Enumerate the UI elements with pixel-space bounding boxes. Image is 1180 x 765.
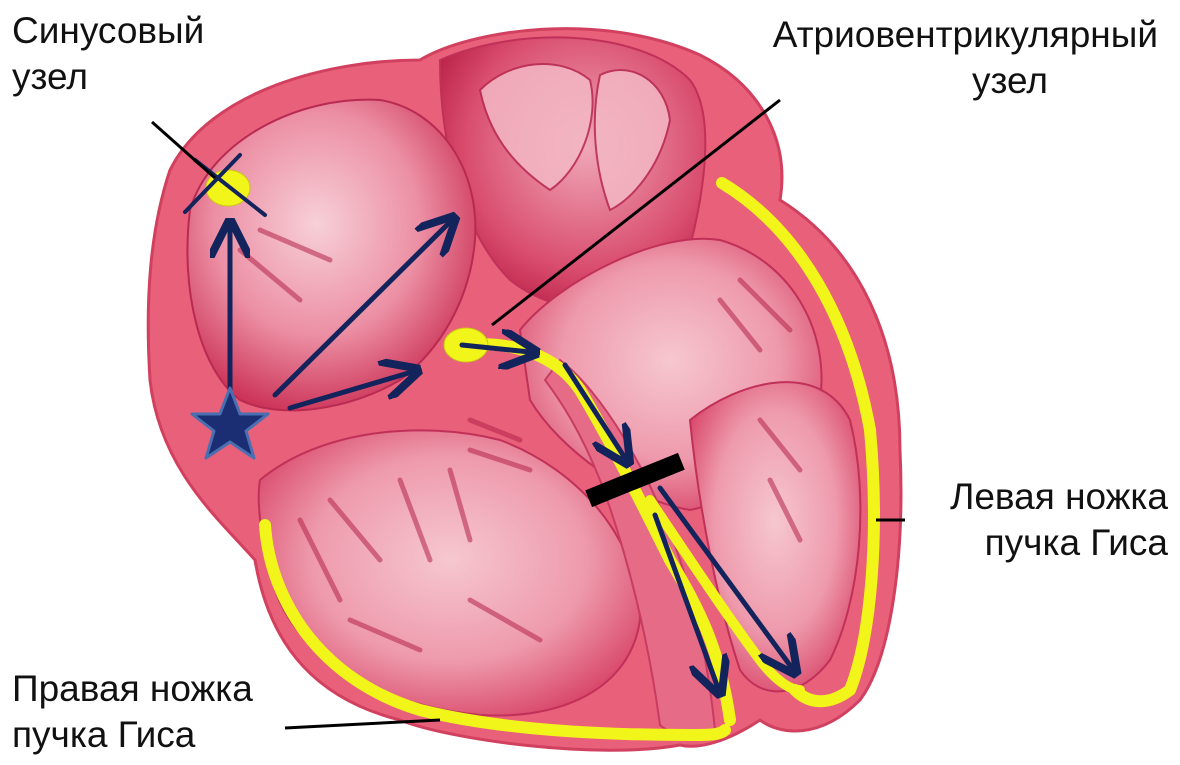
right-bundle-label-line-2: пучка Гиса xyxy=(12,712,253,758)
left-bundle-label-line-1: Левая ножка xyxy=(950,474,1168,520)
left-bundle-label-line-2: пучка Гиса xyxy=(950,520,1168,566)
left-bundle-label: Левая ножка пучка Гиса xyxy=(950,474,1168,566)
av-node-label: Атриовентрикулярный узел xyxy=(773,12,1158,104)
av-node-label-line-1: Атриовентрикулярный xyxy=(773,12,1158,58)
av-node-label-line-2: узел xyxy=(773,58,1158,104)
right-bundle-label-line-1: Правая ножка xyxy=(12,666,253,712)
sa-node-label: Синусовый узел xyxy=(12,8,204,100)
sa-node-label-line-2: узел xyxy=(12,54,204,100)
sa-node-label-line-1: Синусовый xyxy=(12,8,204,54)
right-bundle-label: Правая ножка пучка Гиса xyxy=(12,666,253,758)
